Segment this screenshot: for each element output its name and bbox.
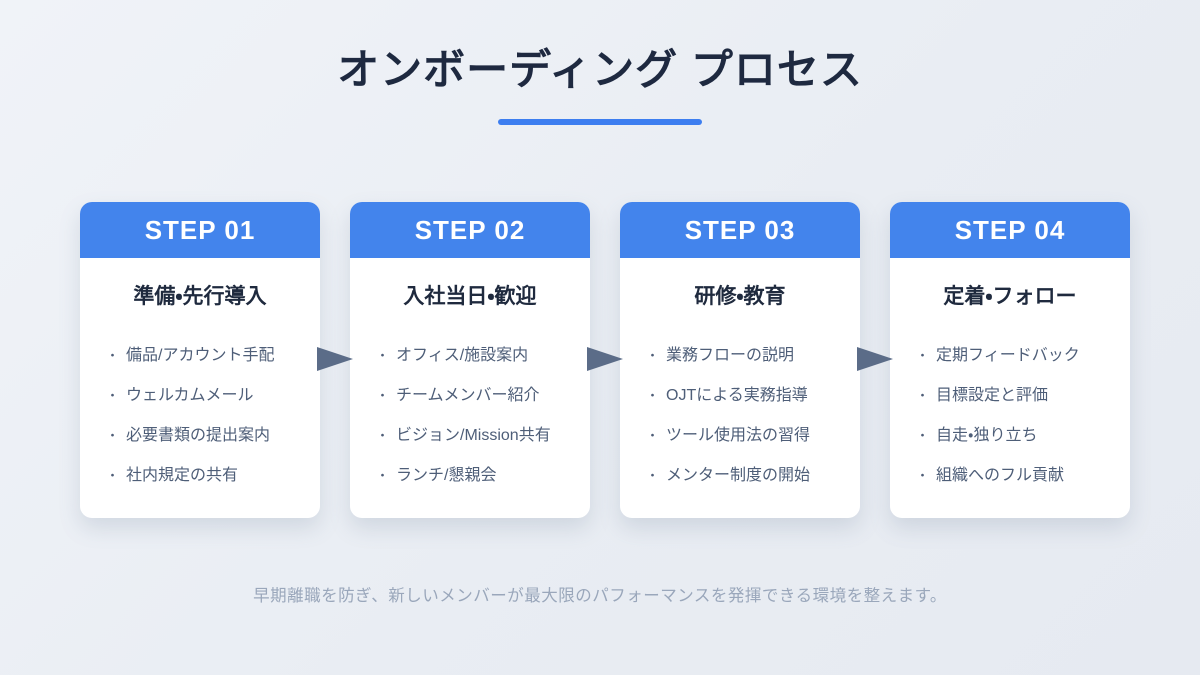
list-item-text: 社内規定の共有 [126, 467, 239, 484]
right-arrow-icon [857, 347, 893, 371]
right-arrow-icon [587, 347, 623, 371]
bullet-icon: ・ [646, 428, 660, 443]
step-card-3: STEP 03 研修・教育 ・業務フローの説明 ・OJTによる実務指導 ・ツール… [620, 202, 860, 518]
list-item: ・ OJTによる実務指導 [646, 384, 840, 407]
list-item-text: ウェルカムメール [126, 387, 254, 404]
list-item: ・ランチ/懇親会 [376, 464, 570, 487]
list-item: ・組織へのフル貢献 [916, 464, 1110, 487]
bullet-icon: ・ [106, 468, 120, 483]
step-2-title: 入社当日・歓迎 [403, 285, 537, 308]
bullet-icon: ・ [376, 388, 390, 403]
list-item-text: メンター制度の開始 [666, 467, 811, 484]
list-item-text: オフィス/施設案内 [396, 347, 529, 364]
step-3-badge: STEP 03 [620, 202, 860, 258]
list-item: ・ツール使用法の習得 [646, 424, 840, 447]
step-4-title: 定着・フォロー [943, 285, 1077, 308]
list-item-text: 目標設定と評価 [936, 387, 1049, 404]
bullet-icon: ・ [106, 428, 120, 443]
step-2-body: 入社当日・歓迎 ・オフィス/施設案内 ・チームメンバー紹介 ・ビジョン/Miss… [350, 258, 590, 504]
list-item: ・メンター制度の開始 [646, 464, 840, 487]
bullet-icon: ・ [916, 468, 930, 483]
step-card-4: STEP 04 定着・フォロー ・定期フィードバック ・目標設定と評価 ・自走・… [890, 202, 1130, 518]
step-card-2: STEP 02 入社当日・歓迎 ・オフィス/施設案内 ・チームメンバー紹介 ・ビ… [350, 202, 590, 518]
list-item: ・チームメンバー紹介 [376, 384, 570, 407]
list-item-text: ビジョン/Mission共有 [396, 427, 551, 444]
bullet-icon: ・ [916, 348, 930, 363]
list-item: ・ウェルカムメール [106, 384, 300, 407]
list-item: ・オフィス/施設案内 [376, 344, 570, 367]
step-2-items: ・オフィス/施設案内 ・チームメンバー紹介 ・ビジョン/Mission共有 ・ラ… [376, 344, 570, 487]
list-item: ・必要書類の提出案内 [106, 424, 300, 447]
step-1-body: 準備・先行導入 ・備品/アカウント手配 ・ウェルカムメール ・必要書類の提出案内… [80, 258, 320, 504]
list-item-text: 定期フィードバック [936, 347, 1080, 364]
bullet-icon: ・ [646, 468, 660, 483]
footer-note: 早期離職を防ぎ、新しいメンバーが最大限のパフォーマンスを発揮できる環境を整えます… [253, 587, 947, 605]
list-item: ・自走・独り立ち [916, 424, 1110, 447]
title-underline [498, 119, 702, 125]
list-item-text: ランチ/懇親会 [396, 467, 497, 484]
right-arrow-icon [317, 347, 353, 371]
bullet-icon: ・ [376, 348, 390, 363]
bullet-icon: ・ [646, 348, 660, 363]
step-4-items: ・定期フィードバック ・目標設定と評価 ・自走・独り立ち ・組織へのフル貢献 [916, 344, 1110, 487]
page-title: オンボーディング プロセス [337, 46, 863, 93]
list-item: ・備品/アカウント手配 [106, 344, 300, 367]
step-1-badge: STEP 01 [80, 202, 320, 258]
bullet-icon: ・ [376, 428, 390, 443]
list-item-text: 必要書類の提出案内 [126, 427, 271, 444]
list-item-text: 備品/アカウント手配 [126, 347, 275, 364]
list-item: ・社内規定の共有 [106, 464, 300, 487]
title-section: オンボーディング プロセス [0, 0, 1200, 125]
bullet-icon: ・ [916, 428, 930, 443]
list-item: ・目標設定と評価 [916, 384, 1110, 407]
list-item: ・定期フィードバック [916, 344, 1110, 367]
list-item-text: ツール使用法の習得 [666, 427, 811, 444]
step-4-body: 定着・フォロー ・定期フィードバック ・目標設定と評価 ・自走・独り立ち ・組織… [890, 258, 1130, 504]
step-3-title: 研修・教育 [694, 285, 786, 308]
step-card-1: STEP 01 準備・先行導入 ・備品/アカウント手配 ・ウェルカムメール ・必… [80, 202, 320, 518]
step-4-badge: STEP 04 [890, 202, 1130, 258]
list-item: ・業務フローの説明 [646, 344, 840, 367]
list-item: ・ビジョン/Mission共有 [376, 424, 570, 447]
step-1-items: ・備品/アカウント手配 ・ウェルカムメール ・必要書類の提出案内 ・社内規定の共… [106, 344, 300, 487]
bullet-icon: ・ [376, 468, 390, 483]
list-item-text: OJTによる実務指導 [666, 387, 808, 404]
step-3-items: ・業務フローの説明 ・OJTによる実務指導 ・ツール使用法の習得 ・メンター制度… [646, 344, 840, 487]
bullet-icon: ・ [106, 388, 120, 403]
list-item-text: 業務フローの説明 [666, 347, 795, 364]
list-item-text: 組織へのフル貢献 [936, 467, 1065, 484]
list-item-text: 自走・独り立ち [936, 427, 1038, 444]
bullet-icon: ・ [646, 388, 660, 403]
list-item-text: チームメンバー紹介 [396, 387, 540, 404]
step-3-body: 研修・教育 ・業務フローの説明 ・OJTによる実務指導 ・ツール使用法の習得 ・… [620, 258, 860, 504]
bullet-icon: ・ [106, 348, 120, 363]
step-2-badge: STEP 02 [350, 202, 590, 258]
process-steps-row: STEP 01 準備・先行導入 ・備品/アカウント手配 ・ウェルカムメール ・必… [80, 202, 1130, 518]
step-1-title: 準備・先行導入 [133, 285, 267, 308]
bullet-icon: ・ [916, 388, 930, 403]
